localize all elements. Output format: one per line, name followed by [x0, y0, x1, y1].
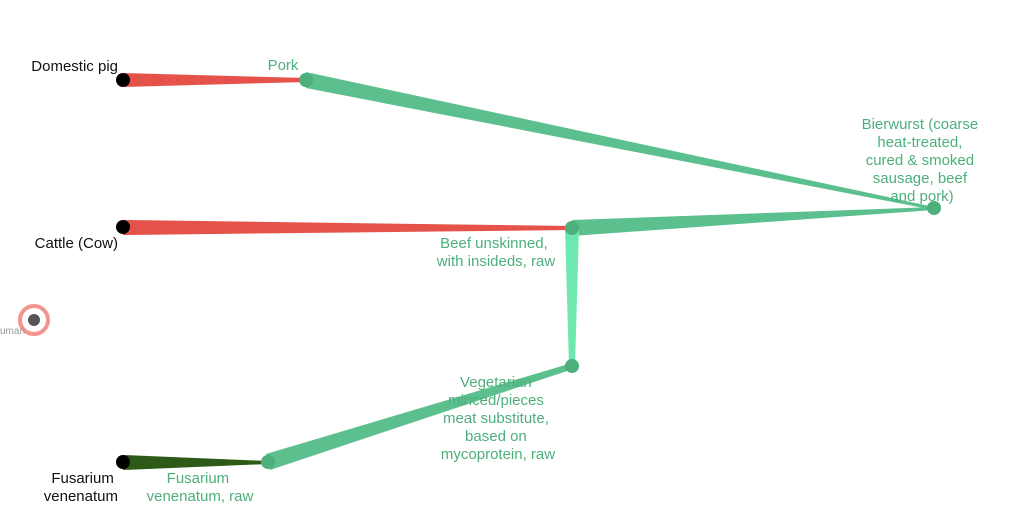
label-fusarium-raw: Fusarium venenatum, raw — [147, 470, 254, 505]
node-fusarium-raw[interactable] — [261, 455, 275, 469]
label-domestic-pig: Domestic pig — [31, 58, 118, 75]
node-pork[interactable] — [299, 73, 313, 87]
edge-pig-to-pork — [123, 73, 306, 87]
label-cattle: Cattle (Cow) — [35, 235, 118, 252]
edge-raw-to-vegetarian — [266, 363, 573, 470]
node-domestic-pig[interactable] — [116, 73, 130, 87]
node-beef[interactable] — [565, 221, 579, 235]
edge-cattle-to-beef — [123, 220, 572, 235]
edge-pork-to-bierwurst — [306, 72, 934, 210]
node-bierwurst[interactable] — [927, 201, 941, 215]
label-vegetarian: Vegetarian minced/pieces meat substitute… — [441, 374, 555, 463]
edge-beef-to-bierwurst — [572, 207, 934, 236]
node-human[interactable] — [18, 304, 50, 336]
node-fusarium-venenatum[interactable] — [116, 455, 130, 469]
label-fusarium-source: Fusarium venenatum — [44, 470, 118, 505]
label-bierwurst: Bierwurst (coarse heat-treated, cured & … — [862, 116, 983, 205]
label-beef: Beef unskinned, with insideds, raw — [436, 235, 556, 270]
label-human: uman — [0, 326, 25, 337]
edge-fusarium-to-raw — [123, 455, 268, 470]
node-vegetarian[interactable] — [565, 359, 579, 373]
label-pork: Pork — [268, 57, 299, 74]
edge-vegetarian-to-beef — [565, 228, 579, 366]
node-cattle[interactable] — [116, 220, 130, 234]
